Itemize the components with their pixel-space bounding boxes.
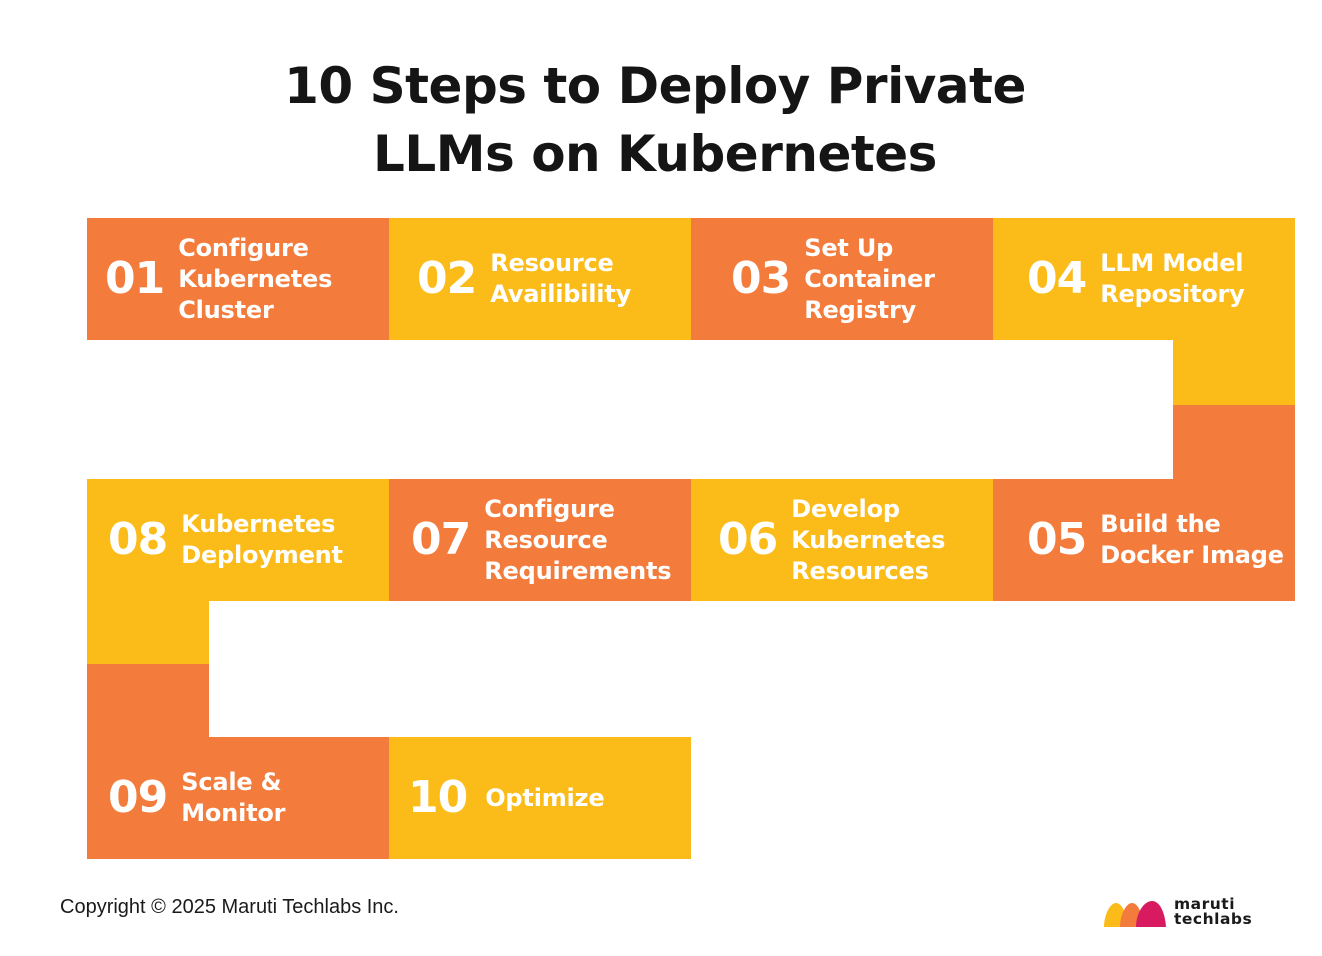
path-block-02	[389, 218, 691, 340]
path-block-01	[87, 218, 389, 340]
step-label: Configure Kubernetes Cluster	[178, 233, 333, 324]
step-03: 03 Set Up Container Registry	[731, 218, 935, 340]
step-number: 02	[417, 253, 477, 304]
step-number: 01	[105, 253, 165, 304]
path-connector-04	[1173, 340, 1295, 405]
step-number: 05	[1027, 514, 1087, 565]
step-number: 07	[411, 514, 471, 565]
path-connector-05	[1173, 405, 1295, 479]
step-number: 09	[108, 772, 168, 823]
step-06: 06 Develop Kubernetes Resources	[718, 479, 945, 601]
step-08: 08 Kubernetes Deployment	[108, 479, 343, 601]
title-line-1: 10 Steps to Deploy Private	[284, 57, 1026, 115]
step-label: Optimize	[485, 783, 605, 812]
logo-mark-icon	[1104, 901, 1166, 927]
title-line-2: LLMs on Kubernetes	[373, 125, 937, 183]
step-04: 04 LLM Model Repository	[1027, 218, 1245, 340]
path-block-06	[691, 479, 993, 601]
step-09: 09 Scale & Monitor	[108, 737, 286, 859]
step-label: LLM Model Repository	[1100, 249, 1245, 308]
path-block-08	[87, 479, 389, 601]
path-block-04	[993, 218, 1295, 340]
copyright-text: Copyright © 2025 Maruti Techlabs Inc.	[60, 896, 399, 918]
step-label: Scale & Monitor	[181, 768, 286, 827]
step-07: 07 Configure Resource Requirements	[411, 479, 672, 601]
path-connector-09	[87, 664, 209, 738]
step-label: Resource Availibility	[490, 249, 632, 308]
step-05: 05 Build the Docker Image	[1027, 479, 1284, 601]
step-10: 10 Optimize	[408, 737, 605, 859]
path-block-09	[87, 737, 389, 859]
path-block-07	[389, 479, 691, 601]
step-label: Kubernetes Deployment	[181, 510, 343, 569]
logo-wordmark: maruti techlabs	[1174, 895, 1253, 928]
step-01: 01 Configure Kubernetes Cluster	[105, 218, 332, 340]
step-number: 10	[408, 772, 468, 823]
step-number: 04	[1027, 253, 1087, 304]
step-number: 06	[718, 514, 778, 565]
step-label: Develop Kubernetes Resources	[791, 494, 946, 585]
step-label: Configure Resource Requirements	[484, 494, 672, 585]
page-title: 10 Steps to Deploy Private LLMs on Kuber…	[0, 52, 1310, 188]
path-connector-08	[87, 601, 209, 664]
step-number: 03	[731, 253, 791, 304]
path-block-03	[691, 218, 993, 340]
path-block-10	[389, 737, 691, 859]
path-block-05	[993, 479, 1295, 601]
step-label: Build the Docker Image	[1100, 510, 1284, 569]
step-02: 02 Resource Availibility	[417, 218, 631, 340]
maruti-techlabs-logo: maruti techlabs	[1102, 893, 1272, 933]
step-number: 08	[108, 514, 168, 565]
step-label: Set Up Container Registry	[804, 233, 935, 324]
